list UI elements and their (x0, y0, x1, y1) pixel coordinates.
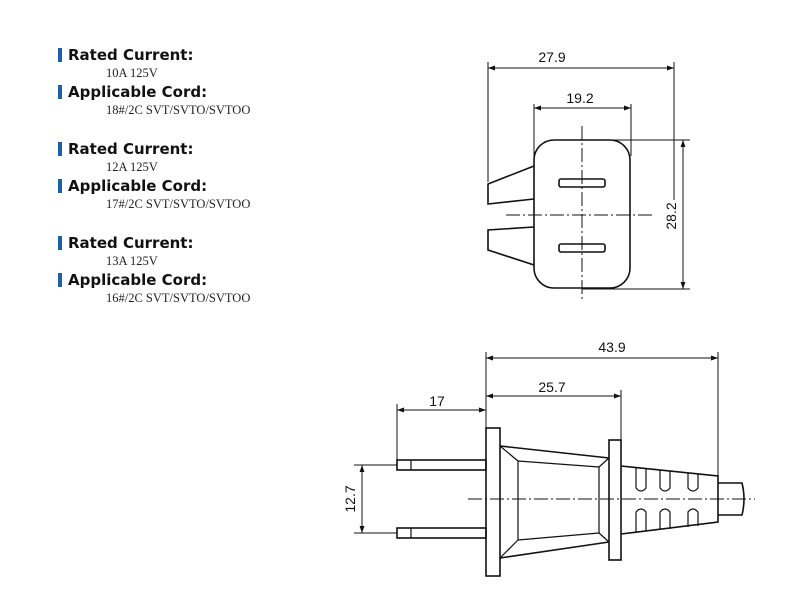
applicable-cord-heading: Applicable Cord: (58, 82, 250, 102)
dim-overall-width: 27.9 (538, 49, 565, 65)
applicable-cord-label: Applicable Cord (68, 271, 202, 289)
rated-current-value: 10A 125V (106, 66, 158, 80)
front-view (487, 62, 690, 302)
rear-flange (608, 439, 622, 561)
bullet-bar-icon (58, 273, 62, 287)
dim-height: 28.2 (663, 202, 679, 229)
spec-group-3: Rated Current: 13A 125V Applicable Cord:… (58, 233, 251, 307)
rated-current-value: 12A 125V (106, 160, 158, 174)
applicable-cord-value: 17#/2C SVT/SVTO/SVTOO (106, 197, 251, 211)
applicable-cord-heading: Applicable Cord: (58, 176, 250, 196)
bullet-bar-icon (58, 48, 62, 62)
dim-body-length: 25.7 (538, 379, 565, 395)
rated-current-label: Rated Current (68, 234, 188, 252)
dim-overall-length: 43.9 (598, 339, 625, 355)
separator: : (187, 46, 194, 64)
applicable-cord-label: Applicable Cord (68, 177, 202, 195)
bullet-bar-icon (58, 236, 62, 250)
front-flange (485, 427, 501, 577)
side-view (354, 352, 755, 577)
dim-prong-length: 17 (429, 393, 445, 409)
separator: : (187, 140, 194, 158)
separator: : (201, 83, 208, 101)
bullet-bar-icon (58, 142, 62, 156)
separator: : (187, 234, 194, 252)
prong-top (396, 459, 487, 471)
bullet-bar-icon (58, 179, 62, 193)
lower-ear-outline (487, 226, 535, 266)
dim-prong-spacing: 12.7 (342, 485, 358, 512)
rated-current-value: 13A 125V (106, 254, 158, 268)
applicable-cord-label: Applicable Cord (68, 83, 202, 101)
rated-current-heading: Rated Current: (58, 139, 250, 159)
prong-bottom (396, 527, 487, 539)
rated-current-label: Rated Current (68, 46, 188, 64)
applicable-cord-heading: Applicable Cord: (58, 270, 250, 290)
rated-current-label: Rated Current (68, 140, 188, 158)
separator: : (201, 177, 208, 195)
bullet-bar-icon (58, 85, 62, 99)
separator: : (201, 271, 208, 289)
applicable-cord-value: 18#/2C SVT/SVTO/SVTOO (106, 103, 251, 117)
applicable-cord-value: 16#/2C SVT/SVTO/SVTOO (106, 291, 251, 305)
spec-group-2: Rated Current: 12A 125V Applicable Cord:… (58, 139, 251, 213)
dim-body-width: 19.2 (566, 90, 593, 106)
rated-current-heading: Rated Current: (58, 45, 250, 65)
upper-ear-outline (487, 165, 535, 205)
spec-group-1: Rated Current: 10A 125V Applicable Cord:… (58, 45, 251, 119)
rated-current-heading: Rated Current: (58, 233, 250, 253)
